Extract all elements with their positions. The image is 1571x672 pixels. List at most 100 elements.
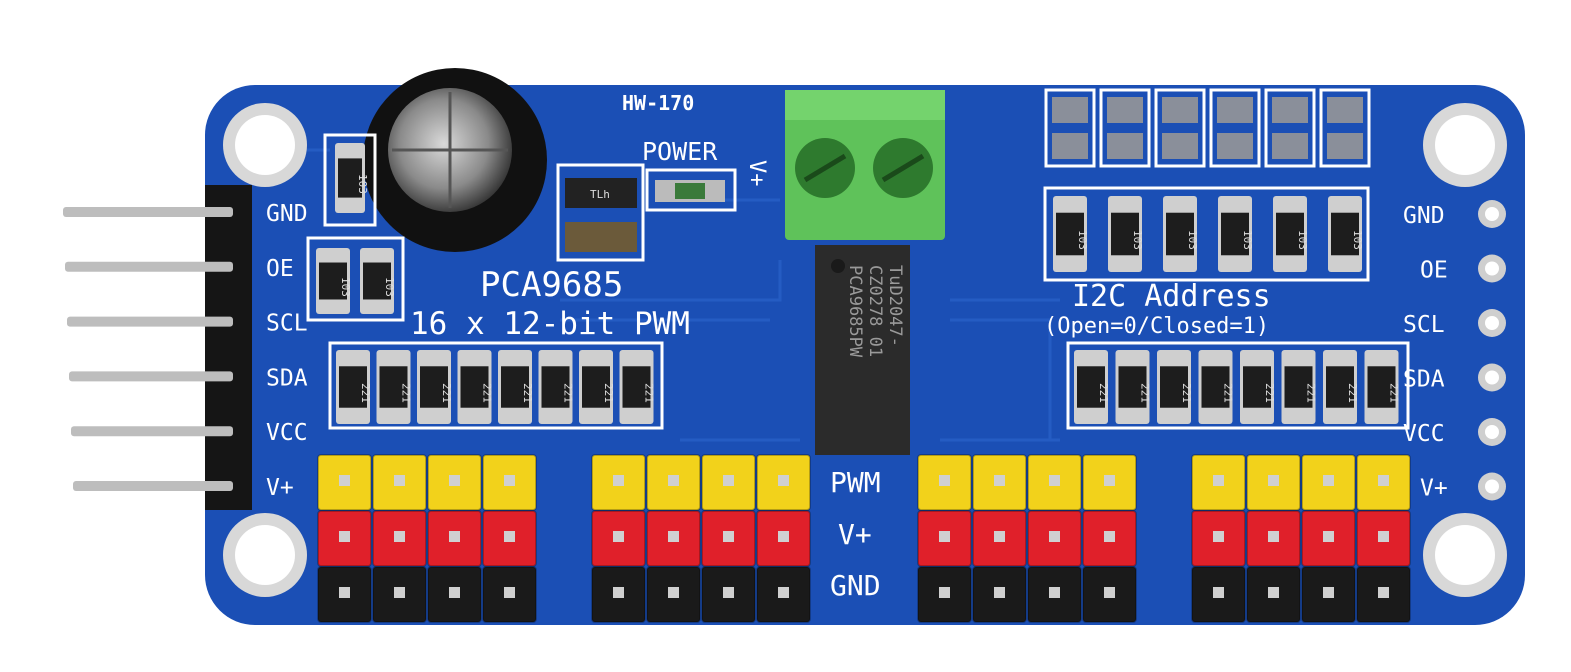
- address-jumper-a5[interactable]: [1319, 88, 1371, 168]
- servo-header-vplus-ch6[interactable]: [701, 510, 756, 567]
- power-terminal-block[interactable]: [785, 90, 945, 240]
- servo-header-vplus-ch8[interactable]: [917, 510, 972, 567]
- servo-header-pwm-ch1[interactable]: [372, 454, 427, 511]
- resistor-code: 103: [339, 277, 352, 297]
- power-label: POWER: [642, 137, 718, 166]
- header-pin-oe[interactable]: [65, 261, 233, 272]
- servo-header-vplus-ch11[interactable]: [1082, 510, 1137, 567]
- smd-resistor: 103: [1273, 196, 1309, 272]
- address-jumper-a0[interactable]: [1044, 88, 1096, 168]
- servo-header-pwm-ch4[interactable]: [591, 454, 646, 511]
- resistor-code: 103: [356, 174, 369, 194]
- servo-header-vplus-ch15[interactable]: [1356, 510, 1411, 567]
- resistor-code: 221: [521, 383, 534, 403]
- servo-header-pwm-ch10[interactable]: [1027, 454, 1082, 511]
- right-pin-label: VCC: [1403, 421, 1445, 447]
- chip-marking-line: PCA9685PW: [845, 265, 865, 358]
- servo-header-vplus-ch9[interactable]: [972, 510, 1027, 567]
- header-pin-vplus[interactable]: [73, 481, 233, 491]
- servo-header-gnd-ch7[interactable]: [756, 566, 811, 623]
- smd-resistor: 103: [1218, 196, 1254, 272]
- pwm-subtitle: 16 x 12-bit PWM: [410, 306, 690, 342]
- smd-resistor: 221: [1281, 350, 1318, 424]
- servo-header-gnd-ch11[interactable]: [1082, 566, 1137, 623]
- servo-header-pwm-ch5[interactable]: [646, 454, 701, 511]
- smd-resistor: 103: [1053, 196, 1089, 272]
- servo-header-gnd-ch1[interactable]: [372, 566, 427, 623]
- servo-header-pwm-ch6[interactable]: [701, 454, 756, 511]
- header-pin-gnd[interactable]: [63, 207, 233, 217]
- servo-header-pwm-ch14[interactable]: [1301, 454, 1356, 511]
- servo-header-pwm-ch3[interactable]: [482, 454, 537, 511]
- servo-header-pwm-ch9[interactable]: [972, 454, 1027, 511]
- servo-header-gnd-ch13[interactable]: [1246, 566, 1301, 623]
- row-label-vplus: V+: [838, 518, 872, 551]
- resistor-code: 221: [1222, 383, 1235, 403]
- header-pin-vcc[interactable]: [71, 426, 233, 437]
- servo-header-vplus-ch7[interactable]: [756, 510, 811, 567]
- servo-header-gnd-ch5[interactable]: [646, 566, 701, 623]
- servo-header-gnd-ch14[interactable]: [1301, 566, 1356, 623]
- servo-header-pwm-ch7[interactable]: [756, 454, 811, 511]
- power-led-outline: [645, 168, 737, 212]
- servo-header-vplus-ch12[interactable]: [1191, 510, 1246, 567]
- smd-resistor: 103: [360, 248, 396, 314]
- chip-name-label: PCA9685: [480, 265, 623, 305]
- servo-header-pwm-ch0[interactable]: [317, 454, 372, 511]
- resistor-code: 221: [643, 383, 656, 403]
- servo-header-vplus-ch13[interactable]: [1246, 510, 1301, 567]
- smd-resistor: 221: [1198, 350, 1235, 424]
- servo-header-gnd-ch2[interactable]: [427, 566, 482, 623]
- address-jumper-a4[interactable]: [1264, 88, 1316, 168]
- resistor-code: 221: [1139, 383, 1152, 403]
- resistor-code: 221: [1263, 383, 1276, 403]
- resistor-code: 221: [481, 383, 494, 403]
- servo-header-gnd-ch15[interactable]: [1356, 566, 1411, 623]
- address-jumper-a1[interactable]: [1099, 88, 1151, 168]
- servo-header-gnd-ch4[interactable]: [591, 566, 646, 623]
- servo-header-gnd-ch12[interactable]: [1191, 566, 1246, 623]
- servo-header-pwm-ch13[interactable]: [1246, 454, 1301, 511]
- header-pin-sda[interactable]: [69, 371, 233, 382]
- servo-header-gnd-ch0[interactable]: [317, 566, 372, 623]
- servo-header-gnd-ch6[interactable]: [701, 566, 756, 623]
- resistor-code: 221: [562, 383, 575, 403]
- servo-header-pwm-ch11[interactable]: [1082, 454, 1137, 511]
- electrolytic-capacitor: [363, 68, 547, 252]
- resistor-code: 221: [359, 383, 372, 403]
- servo-header-gnd-ch9[interactable]: [972, 566, 1027, 623]
- led-resistor-code: TLh: [590, 188, 610, 201]
- header-pin-scl[interactable]: [67, 316, 233, 327]
- smd-resistor: 103: [1328, 196, 1364, 272]
- smd-resistor: 221: [498, 350, 534, 424]
- address-jumper-a2[interactable]: [1154, 88, 1206, 168]
- servo-header-gnd-ch10[interactable]: [1027, 566, 1082, 623]
- servo-header-vplus-ch5[interactable]: [646, 510, 701, 567]
- servo-header-pwm-ch2[interactable]: [427, 454, 482, 511]
- smd-resistor: 103: [335, 143, 369, 213]
- resistor-code: 221: [1388, 383, 1401, 403]
- smd-resistor: 103: [1163, 196, 1199, 272]
- servo-header-vplus-ch2[interactable]: [427, 510, 482, 567]
- resistor-code: 103: [383, 277, 396, 297]
- servo-header-vplus-ch0[interactable]: [317, 510, 372, 567]
- servo-header-vplus-ch1[interactable]: [372, 510, 427, 567]
- servo-header-vplus-ch14[interactable]: [1301, 510, 1356, 567]
- servo-header-vplus-ch4[interactable]: [591, 510, 646, 567]
- servo-header-pwm-ch15[interactable]: [1356, 454, 1411, 511]
- resistor-code: 221: [1305, 383, 1318, 403]
- left-pin-label: OE: [266, 256, 294, 282]
- address-jumper-a3[interactable]: [1209, 88, 1261, 168]
- led-resistor: [565, 178, 637, 208]
- servo-header-vplus-ch3[interactable]: [482, 510, 537, 567]
- servo-header-gnd-ch3[interactable]: [482, 566, 537, 623]
- chip-marking-line: CZ0278 01: [865, 265, 885, 357]
- servo-header-vplus-ch10[interactable]: [1027, 510, 1082, 567]
- servo-header-pwm-ch12[interactable]: [1191, 454, 1246, 511]
- smd-resistor: 221: [538, 350, 575, 424]
- left-pin-label: VCC: [266, 420, 308, 446]
- servo-header-gnd-ch8[interactable]: [917, 566, 972, 623]
- servo-header-pwm-ch8[interactable]: [917, 454, 972, 511]
- smd-resistor: 221: [1115, 350, 1152, 424]
- resistor-code: 221: [1180, 383, 1193, 403]
